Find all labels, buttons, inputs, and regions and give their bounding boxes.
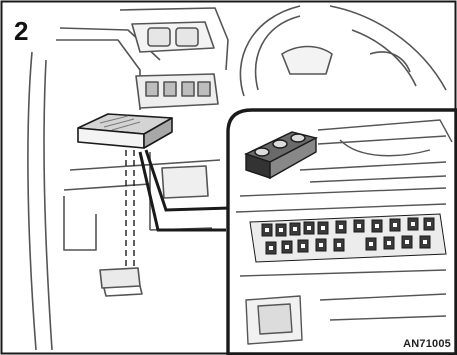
step-number: 2 xyxy=(14,18,28,44)
fuse-icon xyxy=(250,214,446,262)
zoom-callout xyxy=(228,110,456,354)
figure-code: AN71005 xyxy=(403,338,451,350)
